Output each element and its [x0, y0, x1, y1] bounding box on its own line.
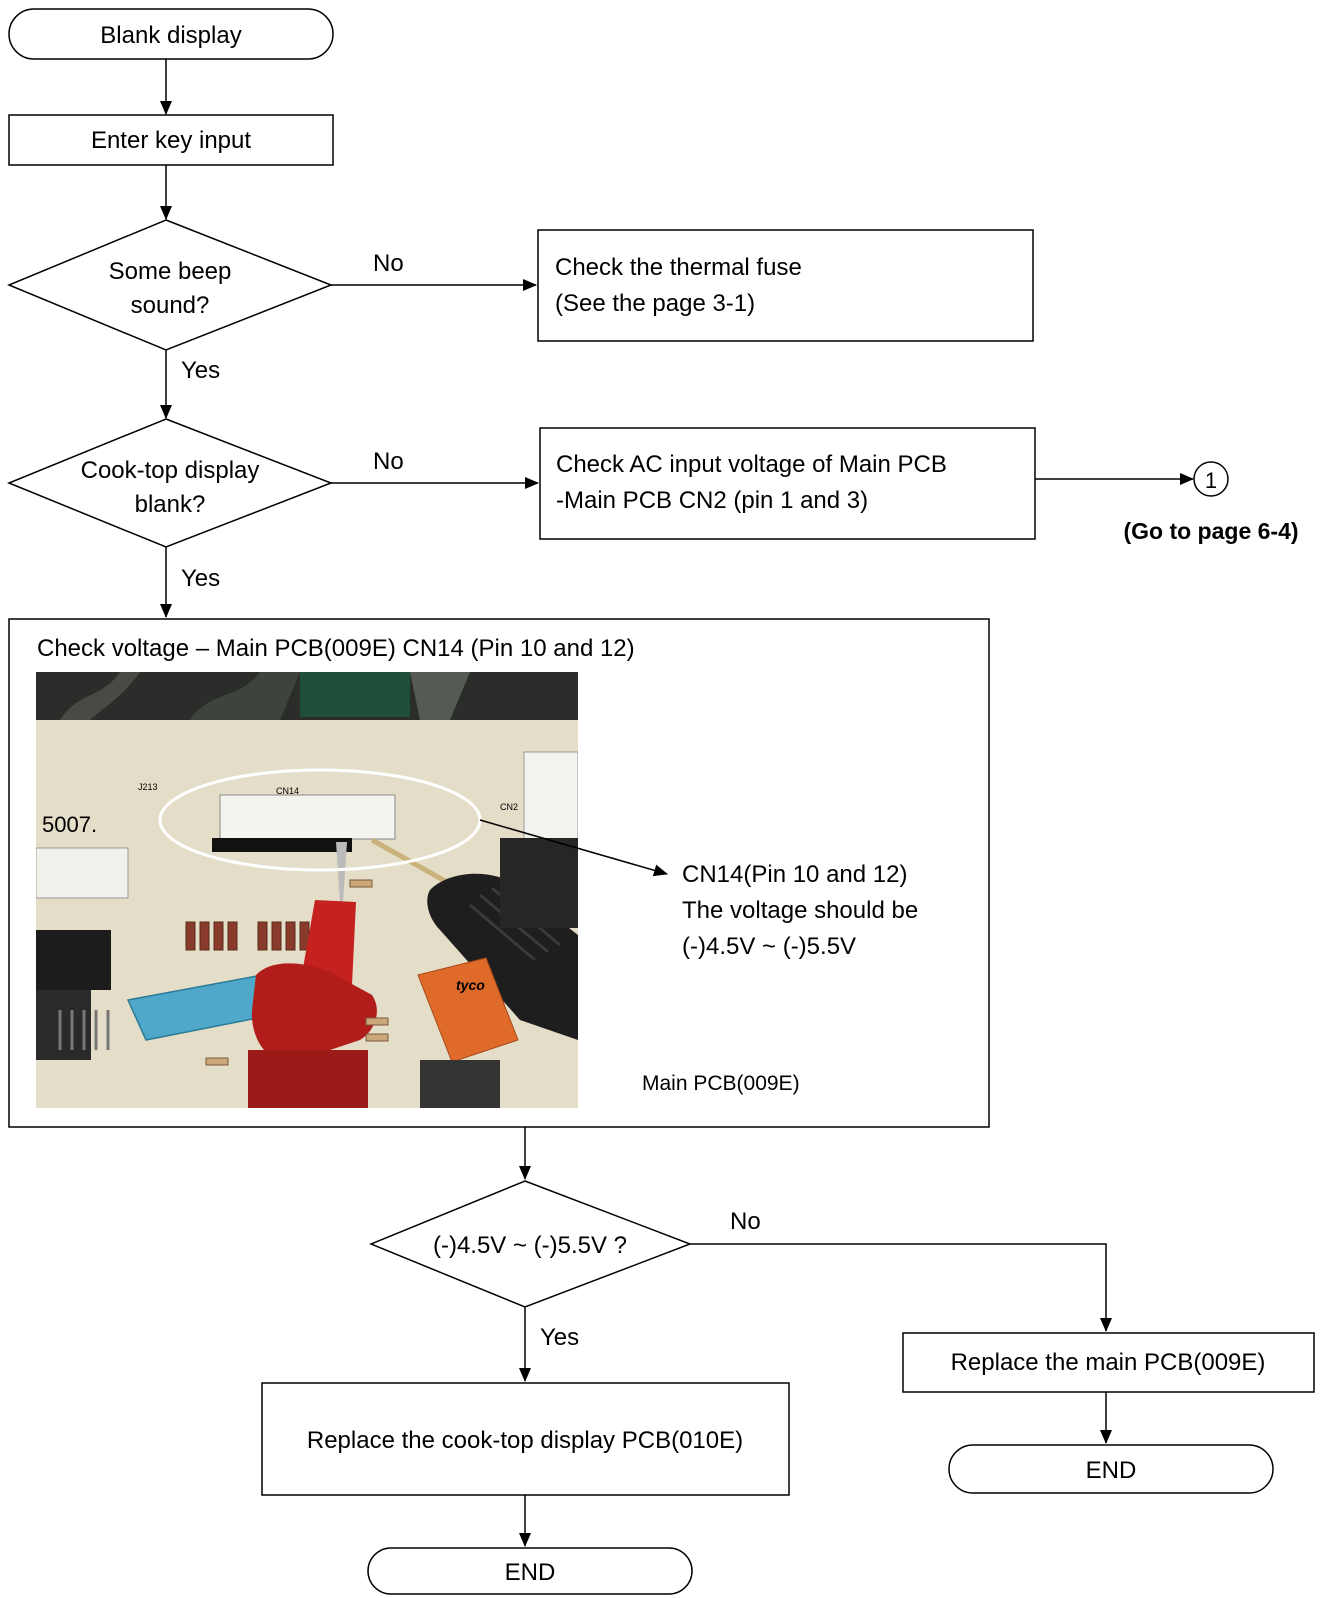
decision2-yes-label: Yes [181, 565, 220, 592]
no-arrow [690, 1243, 1112, 1332]
check-ac-input-action: Check AC input voltage of Main PCB -Main… [539, 427, 1036, 540]
thermal-line2: (See the page 3-1) [555, 290, 755, 317]
callout-line3: (-)4.5V ~ (-)5.5V [682, 933, 856, 960]
replace-display-label: Replace the cook-top display PCB(010E) [307, 1427, 743, 1454]
photo-j213-label: J213 [138, 782, 158, 792]
decision-voltage-range: (-)4.5V ~ (-)5.5V ? [369, 1180, 693, 1308]
decision2-no-label: No [373, 448, 404, 475]
decision1-yes-label: Yes [181, 357, 220, 384]
photo-caption: Main PCB(009E) [642, 1072, 800, 1095]
end-right-label: END [1086, 1457, 1137, 1484]
callout-line1: CN14(Pin 10 and 12) [682, 861, 907, 888]
goto-page-label: (Go to page 6-4) [1123, 518, 1298, 544]
end-terminal-left: END [367, 1547, 693, 1595]
decision3-label: (-)4.5V ~ (-)5.5V ? [433, 1232, 627, 1259]
step1-label: Enter key input [91, 127, 251, 154]
replace-main-label: Replace the main PCB(009E) [951, 1349, 1266, 1376]
start-label: Blank display [100, 22, 241, 49]
decision1-no-label: No [373, 250, 404, 277]
pcb-photo: CN2 J213 CN14 5007. [36, 672, 578, 1108]
decision-cooktop-display-blank: Cook-top display blank? [7, 418, 334, 548]
decision1-line1: Some beep [109, 258, 232, 285]
photo-tyco-label: tyco [456, 977, 485, 993]
decision1-line2: sound? [131, 292, 210, 319]
decision2-line2: blank? [135, 491, 206, 518]
photo-display-digits: 5007. [42, 812, 97, 837]
end-terminal-right: END [948, 1444, 1274, 1494]
callout-line2: The voltage should be [682, 897, 918, 924]
thermal-line1: Check the thermal fuse [555, 254, 802, 281]
check-thermal-fuse-action: Check the thermal fuse (See the page 3-1… [537, 229, 1034, 342]
check-voltage-title: Check voltage – Main PCB(009E) CN14 (Pin… [37, 635, 635, 662]
decision-beep-sound: Some beep sound? [7, 219, 334, 351]
enter-key-input-step: Enter key input [8, 114, 334, 166]
decision2-line1: Cook-top display [81, 457, 260, 484]
replace-display-pcb-action: Replace the cook-top display PCB(010E) [261, 1382, 790, 1496]
decision3-no-label: No [730, 1208, 761, 1235]
end-left-label: END [505, 1559, 556, 1586]
photo-cn2-label: CN2 [500, 802, 518, 812]
ac-line2: -Main PCB CN2 (pin 1 and 3) [556, 487, 868, 514]
ac-line1: Check AC input voltage of Main PCB [556, 451, 947, 478]
callout-arrow [479, 819, 668, 877]
replace-main-pcb-action: Replace the main PCB(009E) [902, 1332, 1315, 1393]
start-terminal: Blank display [8, 8, 334, 60]
decision3-yes-label: Yes [540, 1324, 579, 1351]
connector-number: 1 [1205, 468, 1217, 493]
photo-cn14-label: CN14 [276, 786, 299, 796]
off-page-connector: 1 [1193, 461, 1229, 497]
